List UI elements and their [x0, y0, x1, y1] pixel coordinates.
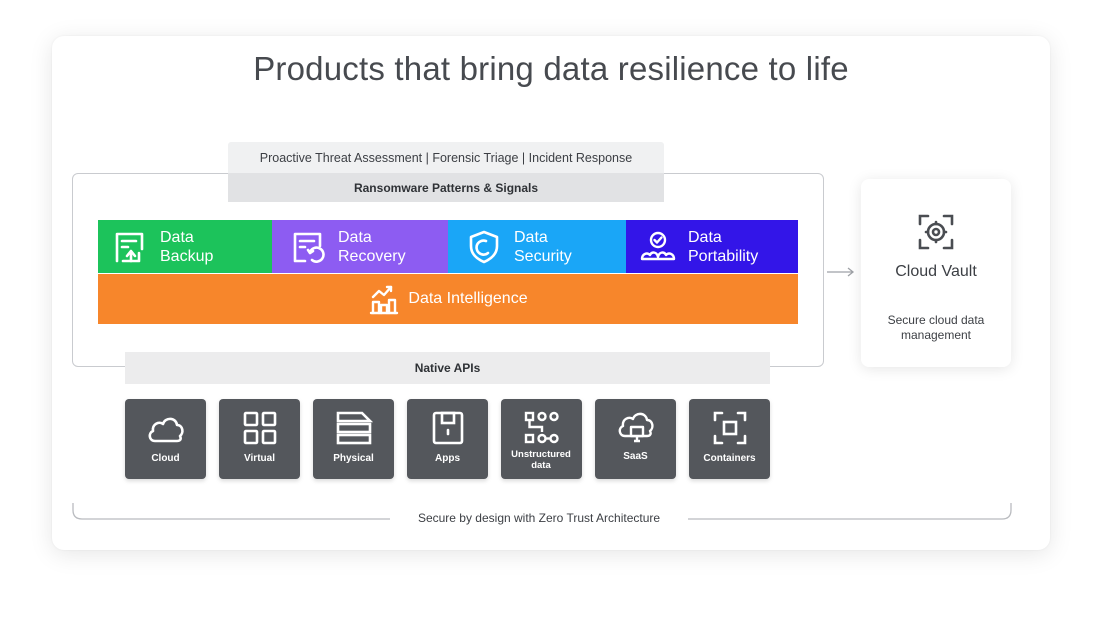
ransomware-bar: Ransomware Patterns & Signals [228, 173, 664, 202]
source-label: Physical [333, 453, 374, 464]
product-data-security: Data Security [448, 220, 626, 273]
source-tile-saas: SaaS [595, 399, 676, 479]
product-label: Data Security [514, 228, 572, 265]
threat-services-bar: Proactive Threat Assessment | Forensic T… [228, 142, 664, 173]
source-label: Unstructured data [511, 449, 571, 471]
source-tile-virtual: Virtual [219, 399, 300, 479]
portability-icon [638, 227, 678, 267]
source-label: Cloud [151, 453, 180, 464]
unstructured-icon [521, 409, 562, 447]
source-tile-unstructured: Unstructured data [501, 399, 582, 479]
recovery-icon [288, 227, 328, 267]
source-tile-apps: Apps [407, 399, 488, 479]
server-icon [333, 409, 374, 447]
source-label: Virtual [244, 453, 275, 464]
product-data-intelligence: Data Intelligence [98, 274, 798, 324]
arrow-right-icon [827, 267, 855, 277]
source-label: Apps [435, 453, 460, 464]
native-apis-bar: Native APIs [125, 352, 770, 384]
saas-icon [615, 409, 656, 447]
vault-icon [918, 214, 954, 250]
cloud-vault-title: Cloud Vault [895, 263, 977, 280]
container-icon [709, 409, 750, 447]
intelligence-icon [368, 283, 400, 315]
source-label: SaaS [623, 451, 648, 462]
app-icon [427, 409, 468, 447]
source-tile-physical: Physical [313, 399, 394, 479]
shield-icon [464, 227, 504, 267]
cloud-vault-card: Cloud Vault Secure cloud data management [861, 179, 1011, 367]
product-data-portability: Data Portability [626, 220, 798, 273]
source-tile-containers: Containers [689, 399, 770, 479]
source-label: Containers [703, 453, 756, 464]
page-title: Products that bring data resilience to l… [253, 50, 849, 87]
product-label: Data Backup [160, 228, 214, 265]
product-data-backup: Data Backup [98, 220, 272, 273]
zero-trust-label: Secure by design with Zero Trust Archite… [390, 511, 688, 525]
grid-icon [239, 409, 280, 447]
source-tile-cloud: Cloud [125, 399, 206, 479]
product-label: Data Recovery [338, 228, 406, 265]
backup-icon [110, 227, 150, 267]
cloud-icon [145, 409, 186, 447]
cloud-vault-subtitle: Secure cloud data management [887, 313, 985, 342]
intelligence-label: Data Intelligence [408, 290, 528, 307]
product-data-recovery: Data Recovery [272, 220, 448, 273]
product-label: Data Portability [688, 228, 759, 265]
